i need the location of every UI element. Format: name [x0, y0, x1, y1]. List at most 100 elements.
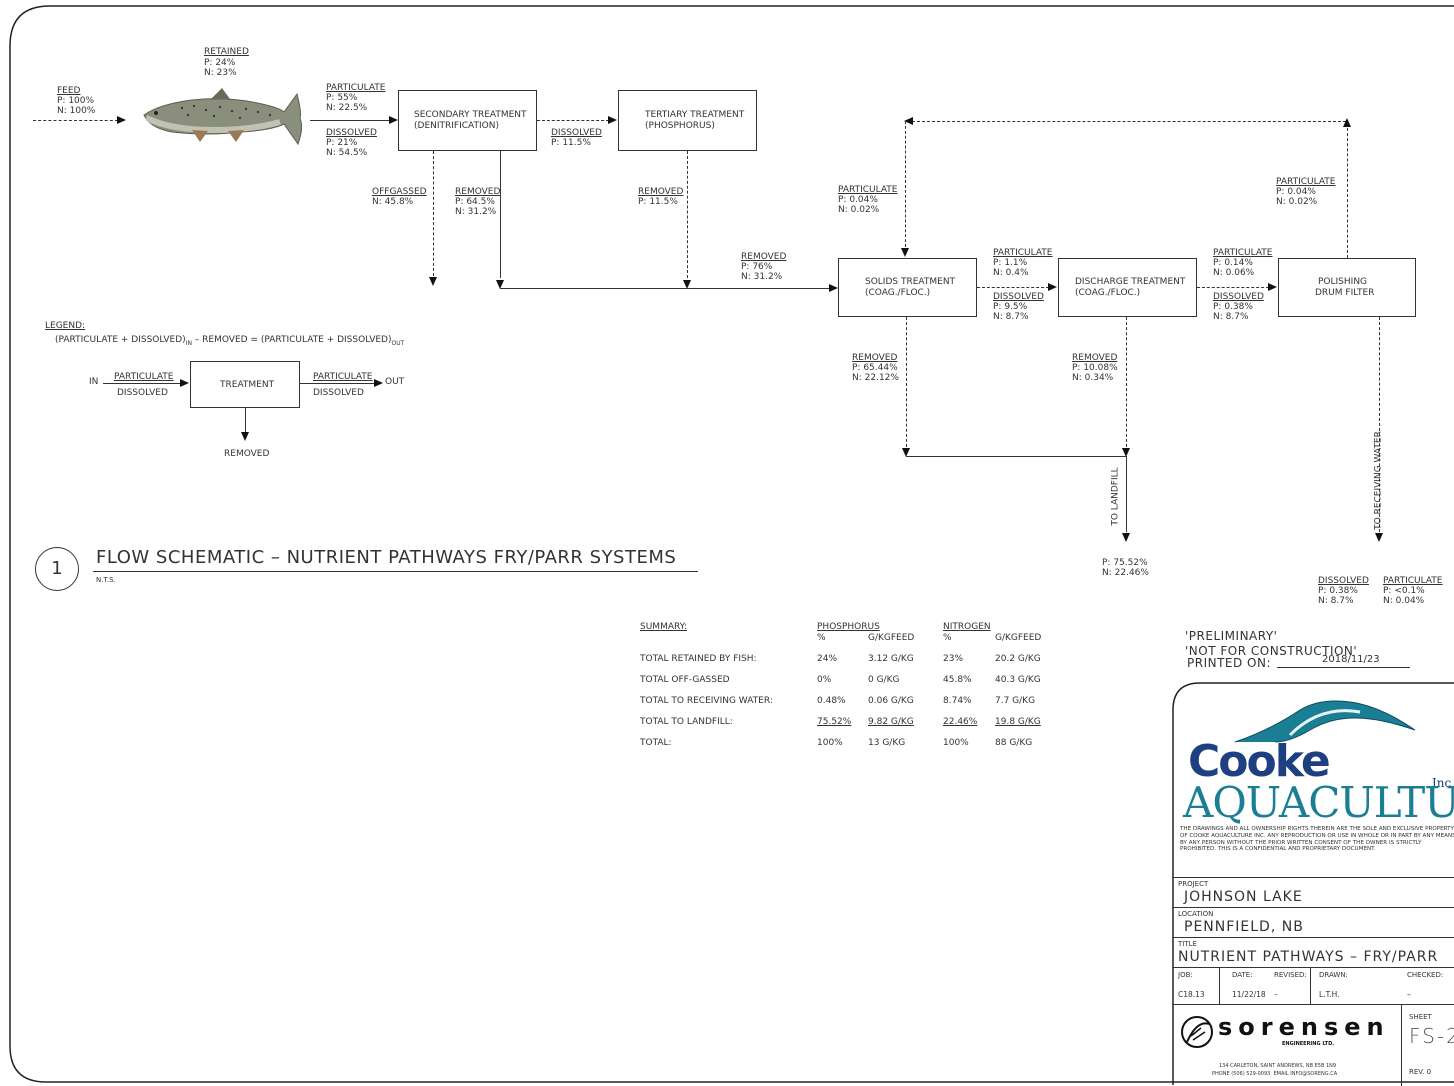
return-line-right [1347, 128, 1348, 258]
solids-particulate-n: N: 0.4% [993, 269, 1029, 278]
disch-removed-p: P: 10.08% [1072, 364, 1118, 373]
job-label: JOB: [1178, 971, 1193, 979]
tb-line-1 [1173, 877, 1454, 878]
project-value: JOHNSON LAKE [1184, 889, 1303, 905]
date-label: DATE: [1232, 971, 1253, 979]
to-solids-line [500, 288, 830, 289]
summary-n-g: 88 G/KG [995, 738, 1032, 748]
fish-particulate-p: P: 55% [326, 94, 357, 103]
solids-removed-title: REMOVED [852, 354, 897, 363]
legend-title: LEGEND: [45, 322, 85, 331]
solids-dissolved-p: P: 9.5% [993, 303, 1027, 312]
tb-col-1 [1219, 967, 1220, 1004]
sorensen-logo-icon [1179, 1014, 1215, 1050]
summary-p-pct-head: % [817, 633, 826, 643]
legend-removed-line [245, 408, 246, 432]
to-solids-arrow [829, 284, 838, 292]
secondary-to-tertiary-line [537, 120, 609, 121]
offgassed-line [433, 151, 434, 276]
solids-dissolved-n: N: 8.7% [993, 313, 1029, 322]
summary-nitrogen: NITROGEN [943, 622, 991, 632]
firm-sub: ENGINEERING LTD. [1282, 1041, 1334, 1047]
summary-p-g: 3.12 G/KG [868, 654, 914, 664]
retained-p: P: 24% [204, 59, 235, 68]
to-solids-removed-n: N: 31.2% [741, 273, 782, 282]
drum-particulate-p: P: 0.04% [1276, 188, 1316, 197]
polishing-label: POLISHING [1318, 277, 1367, 288]
location-value: PENNFIELD, NB [1184, 919, 1304, 935]
summary-p-pct: 100% [817, 738, 843, 748]
checked-value: – [1407, 990, 1411, 999]
legend-dissolved-out: DISSOLVED [313, 389, 364, 398]
return-line-top [912, 121, 1346, 122]
date-value: 11/22/18 [1232, 990, 1266, 999]
rev-label: REV. 0 [1409, 1068, 1431, 1076]
summary-n-pct: 22.46% [943, 717, 977, 727]
drawn-value: L.T.H. [1319, 990, 1340, 999]
solids-treatment-box: SOLIDS TREATMENT (COAG./FLOC.) [838, 258, 977, 317]
legend-removed: REMOVED [224, 450, 269, 459]
solids-particulate-p: P: 1.1% [993, 259, 1027, 268]
legend-treatment-label: TREATMENT [220, 380, 274, 391]
title-label: TITLE [1178, 940, 1197, 948]
solids-treatment-label: SOLIDS TREATMENT [865, 277, 955, 288]
sec-removed-title: REMOVED [455, 188, 500, 197]
polishing-sub: DRUM FILTER [1315, 288, 1374, 299]
discharge-treatment-label: DISCHARGE TREATMENT [1075, 277, 1185, 288]
sec-removed-p: P: 64.5% [455, 198, 495, 207]
tb-line-4 [1173, 967, 1454, 968]
out-particulate-p: P: <0.1% [1383, 587, 1425, 596]
landfill-arrow [1122, 533, 1130, 542]
summary-n-pct: 45.8% [943, 675, 972, 685]
out-dissolved-n: N: 8.7% [1318, 597, 1354, 606]
summary-n-pct-head: % [943, 633, 952, 643]
summary-n-pct: 23% [943, 654, 963, 664]
ter-removed-title: REMOVED [638, 188, 683, 197]
summary-n-g: 19.8 G/KG [995, 717, 1041, 727]
feed-arrow [117, 116, 126, 124]
solids-removed-n: N: 22.12% [852, 374, 899, 383]
return-particulate-p: P: 0.04% [838, 196, 878, 205]
legend-treatment-box: TREATMENT [190, 361, 300, 408]
to-solids-removed-p: P: 76% [741, 263, 772, 272]
out-particulate-title: PARTICULATE [1383, 577, 1443, 586]
discharge-to-drum-arrow [1268, 283, 1277, 291]
solids-dissolved-title: DISSOLVED [993, 293, 1044, 302]
salmon-image [132, 82, 307, 152]
schematic-number: 1 [36, 558, 78, 579]
legend-particulate-in: PARTICULATE [114, 373, 174, 382]
summary-label: TOTAL TO RECEIVING WATER: [640, 696, 773, 706]
offgassed-title: OFFGASSED [372, 188, 427, 197]
tb-line-5 [1173, 1004, 1454, 1005]
sheet-value: FS-2 [1409, 1024, 1454, 1048]
summary-label: TOTAL RETAINED BY FISH: [640, 654, 757, 664]
landfill-total-p: P: 75.52% [1102, 559, 1148, 568]
legend-removed-arrow [241, 432, 249, 441]
summary-p-g-head: G/KGFEED [868, 633, 914, 643]
discharge-treatment-sub: (COAG./FLOC.) [1075, 288, 1140, 299]
checked-label: CHECKED: [1407, 971, 1443, 979]
solids-removed-line [906, 317, 907, 447]
summary-p-g: 0 G/KG [868, 675, 899, 685]
schematic-number-circle: 1 [35, 547, 79, 591]
firm-name: sorensen [1218, 1013, 1390, 1041]
legend-dissolved-in: DISSOLVED [117, 389, 168, 398]
solids-removed-p: P: 65.44% [852, 364, 898, 373]
feed-p: P: 100% [57, 97, 94, 106]
title-value: NUTRIENT PATHWAYS – FRY/PARR [1178, 949, 1438, 965]
job-value: C18.13 [1178, 990, 1205, 999]
summary-n-g: 7.7 G/KG [995, 696, 1035, 706]
summary-n-g: 20.2 G/KG [995, 654, 1041, 664]
tertiary-treatment-label: TERTIARY TREATMENT [645, 110, 744, 121]
summary-n-pct: 8.74% [943, 696, 972, 706]
summary-p-g: 0.06 G/KG [868, 696, 914, 706]
legend-in-arrow [180, 379, 189, 387]
sec-dissolved-title: DISSOLVED [551, 129, 602, 138]
fish-dissolved-p: P: 21% [326, 139, 357, 148]
drum-particulate-title: PARTICULATE [1276, 178, 1336, 187]
legend-in-line [103, 383, 181, 384]
schematic-title-underline [93, 571, 698, 572]
disch-dissolved-p: P: 0.38% [1213, 303, 1253, 312]
solids-to-discharge-line [977, 287, 1049, 288]
out-dissolved-title: DISSOLVED [1318, 577, 1369, 586]
